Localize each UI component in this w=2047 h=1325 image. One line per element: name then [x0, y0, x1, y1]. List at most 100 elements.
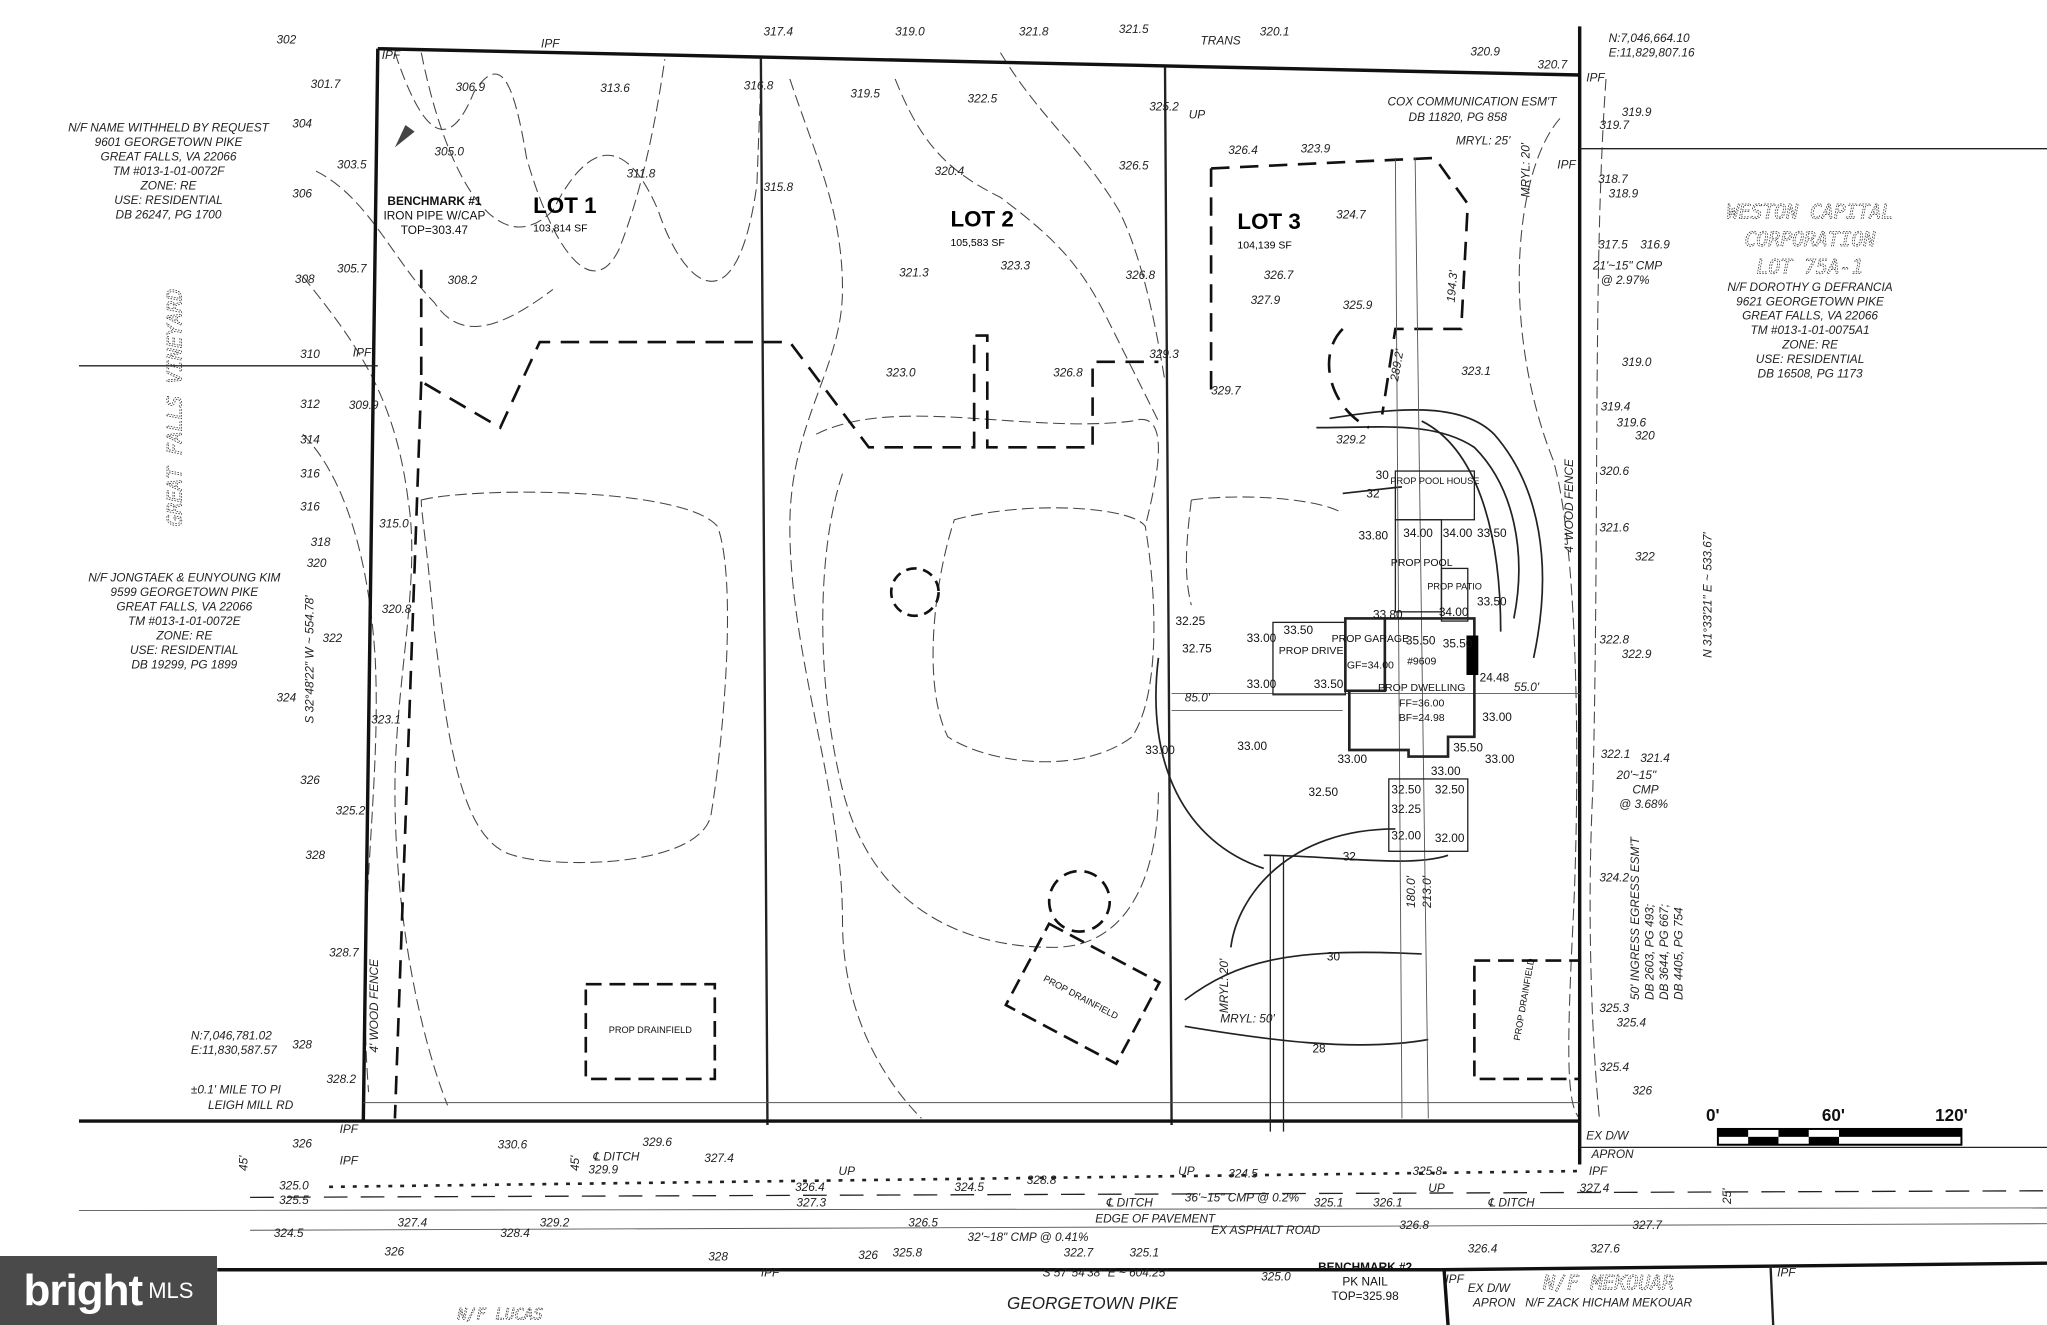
plan-label: 329.3	[1149, 347, 1179, 361]
plan-label: 24.48	[1480, 671, 1510, 685]
plan-label: 32.75	[1182, 642, 1212, 656]
plan-label: 318.9	[1609, 186, 1639, 200]
plan-label: 305.0	[434, 144, 464, 158]
benchmark-1-title: BENCHMARK #1	[387, 194, 481, 208]
plan-label: DB 11820, PG 858	[1409, 110, 1508, 124]
plan-label: 313.6	[600, 81, 630, 95]
plan-label: 318.7	[1598, 172, 1628, 186]
plan-label: USE: RESIDENTIAL	[1756, 352, 1864, 366]
plan-label: 319.0	[1622, 355, 1652, 369]
plan-label: S 57°54'38" E ~ 604.25'	[1043, 1265, 1169, 1279]
plan-label: N/F MEKOUAR	[1542, 1271, 1674, 1294]
plan-label: 327.4	[704, 1151, 734, 1165]
east-bearing: N 31°33'21" E ~ 533.67'	[1700, 532, 1714, 658]
proposed-grades: 33.00 33.50 33.50 33.00 33.00 33.00 33.0…	[1145, 526, 1515, 845]
plan-label: ℄ DITCH	[1488, 1196, 1535, 1210]
plan-label: 312	[300, 397, 320, 411]
plan-label: 4' WOOD FENCE	[367, 959, 381, 1053]
plan-label: USE: RESIDENTIAL	[114, 193, 222, 207]
plan-label: IPF	[353, 346, 372, 360]
plan-label: 327.7	[1632, 1218, 1662, 1232]
benchmark-1: BENCHMARK #1 IRON PIPE W/CAP TOP=303.47	[383, 125, 485, 237]
plan-label: ℄ DITCH	[592, 1150, 639, 1164]
plan-label: 323.1	[371, 713, 401, 727]
plan-label: 35.50	[1443, 636, 1473, 650]
plan-label: 326.8	[1053, 365, 1083, 379]
plan-label: IPF	[1777, 1265, 1796, 1279]
plan-label: 324.2	[1599, 871, 1629, 885]
plan-label: 50' INGRESS EGRESS ESM'T	[1628, 836, 1642, 1000]
plan-label: 318	[311, 535, 331, 549]
plan-label: APRON	[1591, 1147, 1635, 1161]
benchmark-2-top: TOP=325.98	[1332, 1289, 1400, 1303]
plan-label: EX ASPHALT ROAD	[1211, 1223, 1321, 1237]
plan-label: DB 3644, PG 667;	[1657, 904, 1671, 1000]
plan-label: 36'~15" CMP @ 0.2%	[1185, 1190, 1300, 1204]
adjoining-owner-nw: N/F NAME WITHHELD BY REQUEST 9601 GEORGE…	[68, 121, 269, 222]
plan-label: 328.8	[1027, 1173, 1057, 1187]
plan-label: E:11,830,587.57	[191, 1043, 277, 1057]
plan-label: UP	[1189, 107, 1206, 121]
plan-label: 305.7	[337, 261, 367, 275]
scale-bar: 0' 60' 120'	[1706, 1106, 1968, 1146]
scale-label-120: 120'	[1935, 1106, 1968, 1125]
plan-label: 329.9	[588, 1163, 618, 1177]
plan-label: 301.7	[311, 77, 341, 91]
plan-label: EDGE OF PAVEMENT	[1095, 1211, 1216, 1225]
plan-label: 326.8	[1399, 1218, 1429, 1232]
plan-label: 304	[292, 117, 312, 131]
plan-label: 33.00	[1247, 631, 1277, 645]
plan-label: 326	[384, 1244, 404, 1258]
plan-label: 33.00	[1431, 764, 1461, 778]
plan-label: 326.7	[1264, 268, 1294, 282]
plan-label: N/F NAME WITHHELD BY REQUEST	[68, 121, 269, 135]
plan-label: 320	[1635, 428, 1655, 442]
plan-label: 45'	[568, 1155, 582, 1171]
plan-label: IPF	[1589, 1164, 1608, 1178]
lot-2-area: 105,583 SF	[950, 237, 1004, 249]
plan-label: GREAT FALLS, VA 22066	[1742, 309, 1878, 323]
plan-label: 328	[305, 848, 325, 862]
plan-label: 328	[708, 1250, 728, 1264]
lot-1-label: LOT 1	[533, 193, 596, 218]
plan-label: 32.00	[1435, 831, 1465, 845]
plan-label: 306	[292, 186, 312, 200]
plan-label: 45'	[236, 1155, 250, 1171]
georgetown-pike: GEORGETOWN PIKE S 57°54'38" E ~ 604.25' …	[191, 1082, 1535, 1313]
plan-label: #9609	[1407, 655, 1436, 667]
spot-elevations: 301.7 303.5 305.0 306.9 313.6 311.8 308.…	[274, 22, 1670, 1283]
plan-label: MRYL: 20'	[1519, 142, 1533, 197]
plan-label: 328.4	[500, 1226, 530, 1240]
plan-label: 32'~18" CMP @ 0.41%	[968, 1230, 1089, 1244]
plan-label: DB 2603, PG 493;	[1642, 904, 1656, 1000]
plan-label: 33.00	[1482, 710, 1512, 724]
plan-label: N/F LUCAS	[456, 1305, 543, 1324]
plan-label: 329.2	[1336, 432, 1366, 446]
plan-label: 32	[1343, 850, 1356, 864]
proposed-dwelling	[1269, 470, 1479, 1132]
plan-label: 322.1	[1601, 747, 1631, 761]
plan-label: BF=24.98	[1399, 712, 1445, 724]
plan-label: 322	[323, 631, 343, 645]
west-bearing: S 32°48'22" W ~ 554.78'	[302, 595, 316, 724]
plan-label: 35.50	[1406, 634, 1436, 648]
plan-label: 315.0	[379, 517, 409, 531]
plan-label: 327.6	[1590, 1242, 1620, 1256]
plan-label: 303.5	[337, 157, 367, 171]
plan-label: 325.4	[1617, 1015, 1647, 1029]
plan-label: GREAT FALLS, VA 22066	[116, 600, 252, 614]
plan-label: 322.9	[1622, 647, 1652, 661]
plan-label: ℄ DITCH	[1106, 1196, 1153, 1210]
plan-label: 28	[1312, 1042, 1326, 1056]
plan-label: 320.6	[1599, 464, 1629, 478]
plan-label: 33.80	[1373, 607, 1403, 621]
plan-label: 32.50	[1391, 782, 1421, 796]
plan-label: IPF	[541, 36, 560, 50]
adjoining-owner-s: N/F MEKOUAR N/F ZACK HICHAM MEKOUAR N/F …	[456, 1271, 1692, 1324]
plan-label: 329.6	[642, 1135, 672, 1149]
plan-label: 9601 GEORGETOWN PIKE	[95, 135, 243, 149]
plan-label: ZONE: RE	[155, 628, 212, 642]
benchmark-2-title: BENCHMARK #2	[1318, 1260, 1412, 1274]
benchmark-2: BENCHMARK #2 PK NAIL TOP=325.98	[1318, 1260, 1412, 1303]
